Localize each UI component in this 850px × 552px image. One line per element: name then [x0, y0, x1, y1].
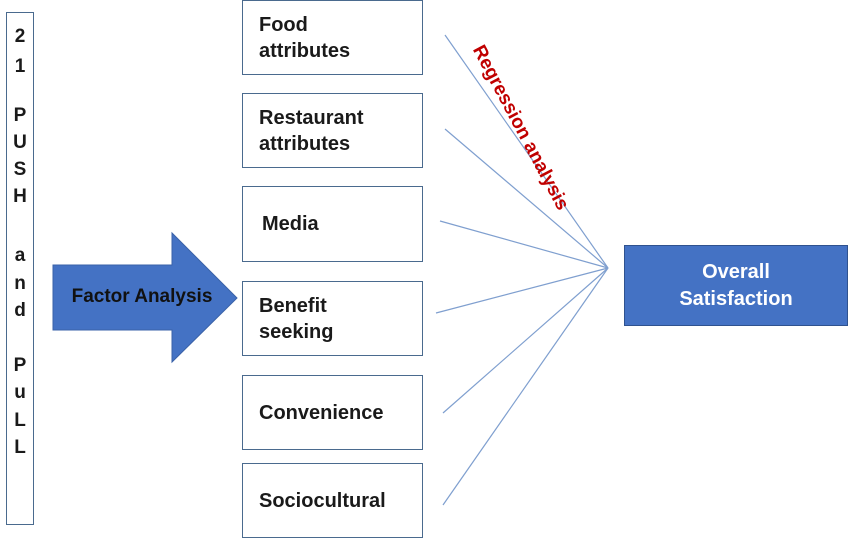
factor-label-line1: Food: [259, 13, 308, 36]
vertical-char: 1: [14, 56, 26, 77]
factor-box-food-attributes: Food attributes: [242, 0, 423, 75]
factor-label-line2: seeking: [259, 320, 334, 343]
factor-box-restaurant-attributes: Restaurant attributes: [242, 93, 423, 168]
factor-analysis-label: Factor Analysis: [71, 286, 213, 307]
vertical-char: P: [13, 355, 27, 376]
connector-line: [444, 128, 609, 269]
connector-line: [439, 220, 609, 269]
factor-label-line1: Media: [262, 213, 319, 235]
vertical-char: d: [14, 300, 26, 321]
vertical-char: P: [13, 105, 27, 126]
vertical-char: n: [14, 273, 26, 294]
connector-line: [442, 267, 609, 414]
factor-box-convenience: Convenience: [242, 375, 423, 450]
factor-analysis-arrow: [52, 231, 238, 364]
overall-satisfaction-box: Overall Satisfaction: [624, 245, 848, 326]
connector-line: [444, 34, 609, 269]
factor-label-line2: attributes: [259, 132, 351, 155]
vertical-char: H: [13, 186, 27, 207]
outcome-label-line2: Satisfaction: [679, 287, 793, 310]
outcome-label-line1: Overall: [702, 260, 770, 283]
factor-label-line1: Benefit: [259, 294, 327, 317]
factor-label-line1: Convenience: [259, 401, 384, 424]
factor-label-line1: Restaurant: [259, 106, 364, 129]
factor-box-sociocultural: Sociocultural: [242, 463, 423, 538]
connector-line: [435, 267, 609, 314]
vertical-char: U: [13, 132, 27, 153]
factor-label-line1: Sociocultural: [259, 489, 386, 512]
vertical-char: S: [13, 159, 27, 180]
factor-box-benefit-seeking: Benefit seeking: [242, 281, 423, 356]
vertical-char: L: [14, 410, 26, 431]
vertical-char: a: [14, 245, 26, 266]
push-pull-box: 2 1 P U S H a n d P u L L: [6, 12, 34, 525]
vertical-char: L: [14, 437, 26, 458]
factor-label-line2: attributes: [259, 39, 351, 62]
vertical-char: u: [14, 382, 26, 403]
vertical-char: 2: [14, 26, 26, 47]
factor-box-media: Media: [242, 186, 423, 262]
connector-line: [442, 267, 609, 506]
